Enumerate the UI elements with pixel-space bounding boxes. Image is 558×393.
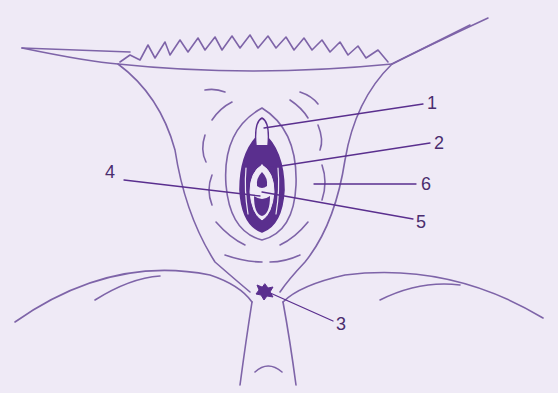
cleft-line — [283, 302, 296, 385]
fold-stroke — [280, 222, 308, 245]
clitoral-hood — [256, 118, 269, 145]
labia-majora — [226, 108, 296, 240]
leader-line — [268, 143, 430, 168]
fold-stroke — [322, 165, 325, 200]
inner-fold — [245, 168, 248, 214]
leader-line — [264, 104, 423, 128]
fold-line — [380, 284, 460, 300]
fold-stroke — [300, 92, 318, 104]
urethral-opening — [257, 172, 267, 188]
inner-fold — [276, 168, 279, 214]
fold-stroke — [225, 255, 262, 262]
mons-edge — [118, 64, 392, 71]
fold-stroke — [205, 89, 225, 92]
buttock-contour — [15, 270, 252, 322]
fold-stroke — [318, 125, 322, 150]
callout-number: 2 — [432, 133, 446, 153]
fold-stroke — [216, 222, 245, 245]
cleft-line — [240, 302, 252, 385]
vaginal-opening — [254, 196, 270, 216]
fold-stroke — [203, 135, 206, 162]
callout-number: 1 — [425, 93, 439, 113]
leader-line — [124, 180, 260, 196]
callout-number: 5 — [414, 212, 428, 232]
fold-stroke — [290, 100, 308, 118]
left-thigh-contour — [22, 48, 250, 292]
callout-number: 3 — [334, 314, 348, 334]
cleft-line — [255, 366, 282, 372]
anus — [256, 284, 273, 300]
labia-minora — [240, 132, 284, 232]
leader-line — [262, 192, 413, 219]
waist-line — [22, 48, 130, 52]
right-thigh-contour — [280, 18, 488, 292]
fold-stroke — [212, 102, 232, 120]
waist-line — [392, 25, 470, 64]
callout-number: 4 — [103, 162, 117, 182]
callout-number: 6 — [419, 174, 433, 194]
buttock-contour — [283, 273, 543, 318]
leader-line — [268, 292, 333, 321]
fold-line — [95, 276, 160, 300]
hair-line — [120, 35, 388, 62]
leader-line — [314, 183, 416, 184]
fold-stroke — [270, 255, 300, 262]
